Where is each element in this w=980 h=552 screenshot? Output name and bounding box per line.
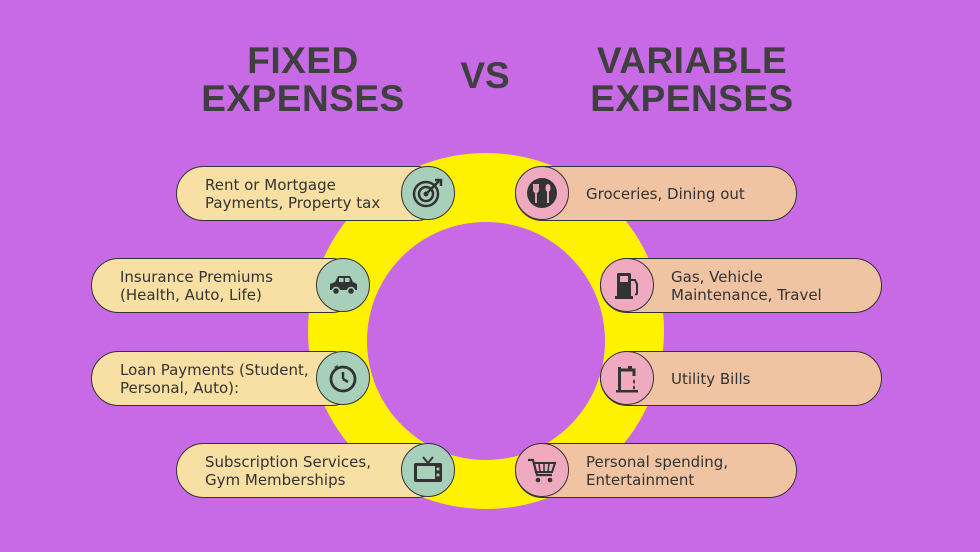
fixed-item-label: Subscription Services, Gym Memberships bbox=[205, 452, 371, 489]
fixed-item-insurance: Insurance Premiums (Health, Auto, Life) bbox=[91, 258, 359, 313]
car-icon bbox=[316, 258, 370, 312]
fixed-item-label: Loan Payments (Student, Personal, Auto): bbox=[120, 360, 309, 397]
vs-heading: VS bbox=[460, 55, 510, 96]
variable-item-label: Personal spending, Entertainment bbox=[586, 452, 729, 489]
variable-item-label: Utility Bills bbox=[671, 369, 751, 388]
ring-center bbox=[367, 222, 605, 460]
fixed-item-label: Rent or Mortgage Payments, Property tax bbox=[205, 175, 381, 212]
fixed-item-rent: Rent or Mortgage Payments, Property tax bbox=[176, 166, 444, 221]
shopping-cart-icon bbox=[515, 443, 569, 497]
dining-icon bbox=[515, 166, 569, 220]
tv-icon bbox=[401, 443, 455, 497]
target-icon bbox=[401, 166, 455, 220]
fuel-pump-icon bbox=[600, 258, 654, 312]
clock-icon bbox=[316, 351, 370, 405]
variable-item-label: Groceries, Dining out bbox=[586, 184, 745, 203]
water-tap-icon bbox=[600, 351, 654, 405]
fixed-item-label: Insurance Premiums (Health, Auto, Life) bbox=[120, 267, 273, 304]
variable-expenses-heading: VARIABLE EXPENSES bbox=[590, 40, 794, 119]
fixed-item-subscription: Subscription Services, Gym Memberships bbox=[176, 443, 444, 498]
variable-item-label: Gas, Vehicle Maintenance, Travel bbox=[671, 267, 822, 304]
fixed-item-loan: Loan Payments (Student, Personal, Auto): bbox=[91, 351, 359, 406]
fixed-expenses-heading: FIXED EXPENSES bbox=[201, 40, 405, 119]
